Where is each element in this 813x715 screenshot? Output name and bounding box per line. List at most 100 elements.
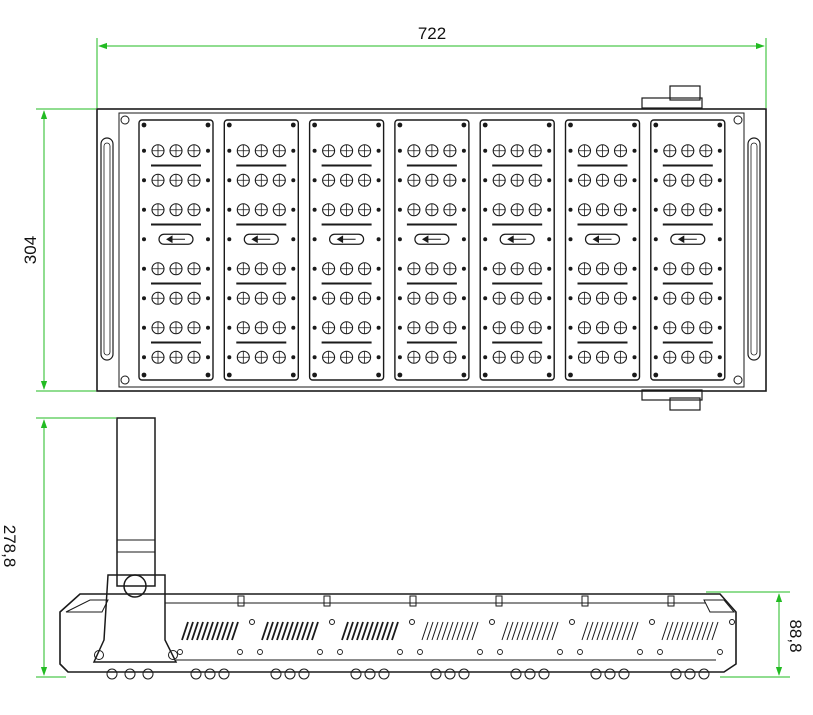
lens-cross (237, 203, 250, 216)
module-screw (206, 237, 210, 242)
lens-cross (425, 174, 438, 187)
lens-cross (237, 351, 250, 364)
module-screw (653, 355, 658, 360)
module-screw (568, 296, 573, 301)
lens-bump (350, 668, 362, 680)
led-module-frame (479, 119, 555, 381)
corner-screw (120, 115, 130, 125)
module-screw (227, 207, 232, 212)
lens-cross (255, 262, 268, 275)
lens-cross (493, 321, 506, 334)
lens-cross (273, 292, 286, 305)
module-screw (206, 355, 210, 360)
module-screw (653, 207, 658, 212)
rivet (337, 649, 343, 655)
lens-cross (152, 351, 164, 364)
pivot-knob (123, 574, 147, 598)
vent-slot (361, 621, 369, 641)
module-screw (291, 148, 296, 153)
lens-cross (170, 144, 182, 157)
module-screw (568, 266, 573, 271)
lens-cross (511, 321, 524, 334)
module-screw (653, 266, 658, 271)
module-screw (568, 207, 573, 212)
module-screw (717, 207, 722, 212)
vent-slot (611, 621, 619, 641)
bracket-pivot-block (92, 574, 178, 663)
lens-cross (170, 203, 182, 216)
lens-bump (524, 668, 536, 680)
rivet (177, 649, 183, 655)
module-screw (632, 178, 637, 183)
lens-cross (493, 262, 506, 275)
lens-bump (204, 668, 216, 680)
module-screw (227, 148, 232, 153)
lens-cross (322, 351, 335, 364)
lens-cross (578, 144, 591, 157)
direction-arrow-icon (166, 235, 185, 244)
module-screw (312, 237, 317, 242)
pivot-screw (168, 650, 178, 660)
led-module-frame (564, 119, 641, 381)
lens-cross (614, 321, 627, 334)
width-dimension-label: 722 (418, 24, 446, 43)
rivet (257, 649, 263, 655)
lens-cross (578, 262, 591, 275)
vent-slot (666, 621, 674, 641)
vent-slot (436, 621, 444, 641)
module-screw (632, 325, 637, 330)
module-screw (461, 178, 466, 183)
module-screw (568, 122, 573, 128)
direction-arrow-icon (592, 235, 612, 244)
rivet (497, 649, 503, 655)
lens-bump (444, 668, 456, 680)
lens-cross (425, 321, 438, 334)
vent-slot (686, 621, 694, 641)
module-screw (653, 237, 658, 242)
side-height-dimension-label: 278,8 (0, 525, 19, 568)
module-screw (461, 148, 466, 153)
module-screw (547, 148, 552, 153)
lens-cross (578, 321, 591, 334)
module-screw (397, 237, 402, 242)
lens-cross (340, 144, 353, 157)
rivet (237, 649, 243, 655)
vent-slot (596, 621, 604, 641)
lens-cross (322, 174, 335, 187)
module-screw (717, 296, 722, 301)
lens-bump (604, 668, 616, 680)
module-screw (568, 148, 573, 153)
lens-cross (663, 351, 676, 364)
dimensions (36, 38, 790, 678)
module-screw (461, 325, 466, 330)
vent-slot (511, 621, 519, 641)
rivet (477, 649, 483, 655)
module-screw (461, 122, 467, 128)
led-module (479, 119, 555, 381)
vent-slot (221, 621, 229, 641)
lens-cross (663, 292, 676, 305)
module-screw (142, 266, 146, 271)
lens-cross (614, 351, 627, 364)
module-screw (376, 207, 381, 212)
lens-bump (458, 668, 470, 680)
side-details (106, 595, 735, 680)
vent-hole (649, 619, 655, 625)
lens-bump (590, 668, 602, 680)
module-screw (290, 122, 296, 128)
lens-cross (407, 262, 420, 275)
lens-cross (699, 174, 712, 187)
lens-cross (663, 203, 676, 216)
lens-cross (529, 203, 542, 216)
module-screw (376, 355, 381, 360)
module-screw (376, 266, 381, 271)
module-screw (483, 266, 488, 271)
vent-slot (281, 621, 289, 641)
lens-cross (358, 144, 371, 157)
lens-cross (578, 174, 591, 187)
vent-slot (536, 621, 544, 641)
vent-slot (711, 621, 719, 641)
vent-slot (421, 621, 429, 641)
lens-cross (407, 292, 420, 305)
rivet (637, 649, 643, 655)
